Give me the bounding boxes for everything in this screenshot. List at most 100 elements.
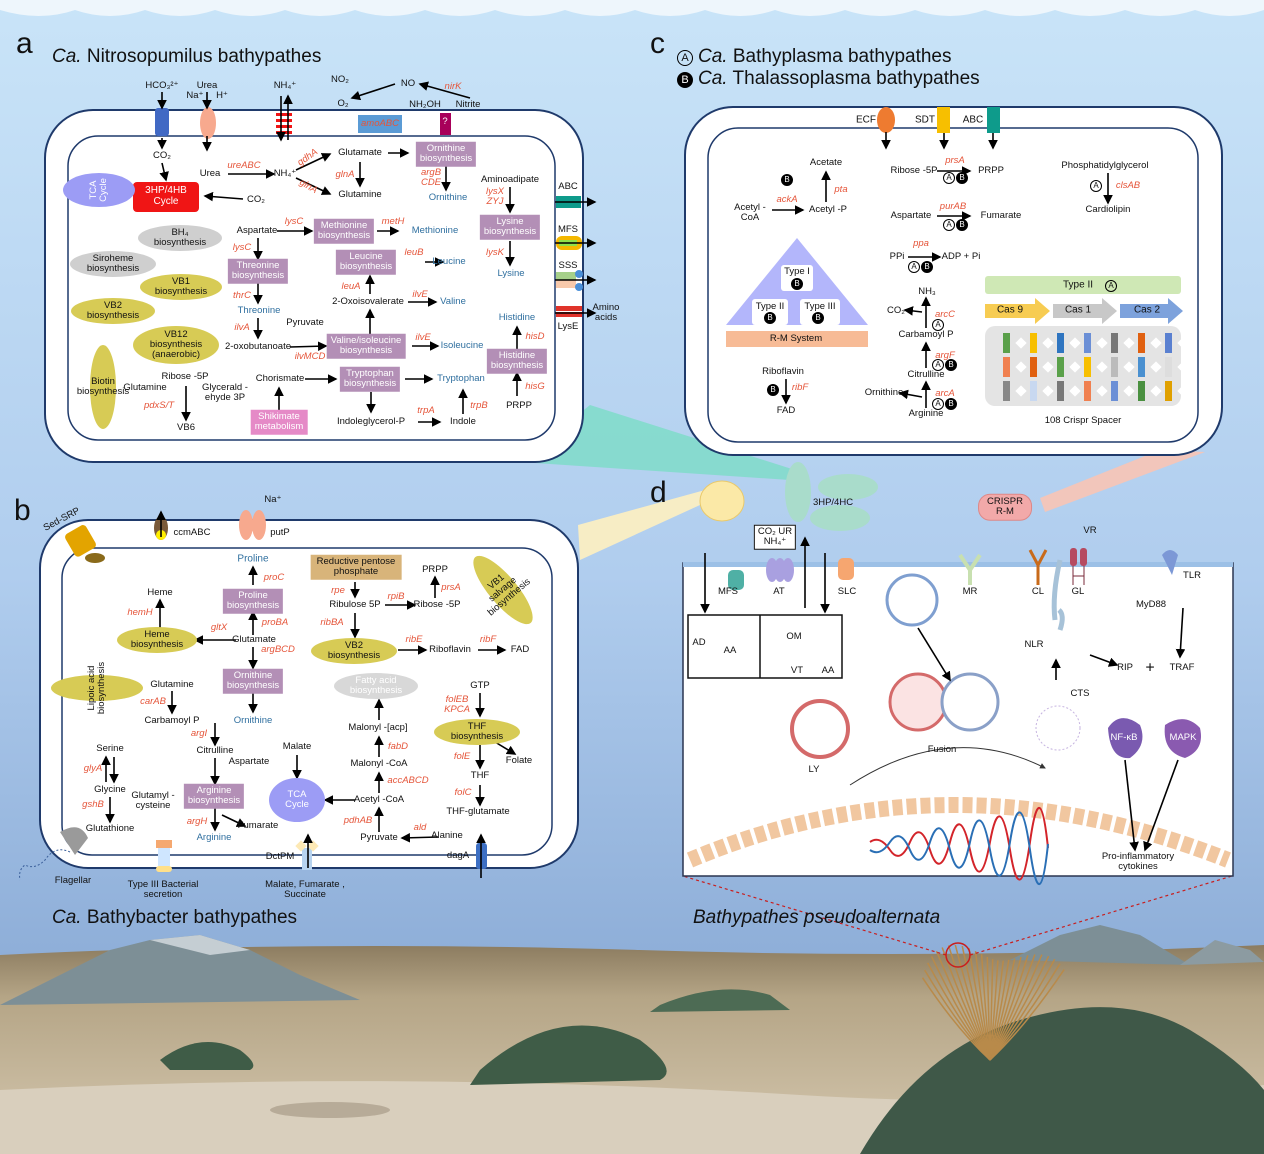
panel-c-a2: A	[943, 172, 955, 184]
spacer-bars	[1003, 333, 1189, 401]
arrow	[203, 191, 244, 202]
bicarbonate-transporter	[155, 108, 169, 136]
spacer	[1165, 357, 1172, 377]
panel-b-thf-glu: THF-glutamate	[446, 805, 510, 817]
spacer	[1138, 381, 1145, 401]
arrow	[295, 177, 332, 195]
panel-b-malonyl-acp: Malonyl -[acp]	[348, 721, 408, 733]
panel-a-tryptophan: Tryptophan	[437, 372, 485, 384]
repeat	[1177, 337, 1189, 349]
panel-b-carbamoyl: Carbamoyl P	[144, 714, 200, 726]
panel-a-glutamine: Glutamine	[338, 188, 382, 200]
dctpm-transporter	[295, 840, 319, 870]
panel-a-orn-bio: Ornithine biosynthesis	[415, 141, 477, 167]
repeat	[1015, 385, 1027, 397]
panel-c-b3: B	[956, 219, 968, 231]
mountain-right	[1010, 925, 1190, 965]
panel-d-nlr: NLR	[1024, 638, 1044, 650]
panel-a-methionine: Methionine	[411, 224, 459, 236]
panel-c-prpp: PRPP	[978, 164, 1004, 176]
repeat	[1069, 385, 1081, 397]
panel-b-fumarate: Fumarate	[237, 819, 279, 831]
panel-a-histidine: Histidine	[498, 311, 536, 323]
panel-a-pdxST: pdxS/T	[143, 399, 175, 411]
spacer	[1030, 357, 1037, 377]
panel-d-mr: MR	[962, 585, 978, 597]
panel-b-tca: TCA Cycle	[269, 778, 325, 822]
panel-b-thf-bio: THF biosynthesis	[434, 719, 520, 745]
panel-c-arcA: arcA	[935, 387, 955, 399]
bacterium-b	[699, 480, 745, 522]
panel-b-folC: folC	[454, 786, 472, 798]
phagolysosome	[940, 672, 1000, 732]
arrow	[1143, 759, 1179, 852]
panel-d-gl: GL	[1071, 585, 1085, 597]
panel-a-leucine: Leucine	[432, 255, 466, 267]
panel-b-glyA: glyA	[83, 762, 103, 774]
panel-c-a-badge: A	[677, 50, 693, 66]
panel-a-shikimate: Shikimate metabolism	[250, 409, 308, 435]
panel-d-hp: 3HP/4HC	[812, 496, 854, 508]
panel-c-type3: Type III	[804, 300, 836, 312]
panel-d-fusion: Fusion	[927, 743, 957, 755]
panel-a-ornithine: Ornithine	[428, 191, 468, 203]
panel-a-vb6: VB6	[177, 421, 195, 433]
lyse-transporter	[556, 306, 582, 317]
water-surface-waves	[0, 0, 1264, 16]
panel-c-citrulline: Citrulline	[907, 368, 945, 380]
panel-c-a3: A	[943, 219, 955, 231]
spacer	[1111, 357, 1118, 377]
panel-b-type3: Type III Bacterial secretion	[127, 878, 199, 900]
panel-b-rpp: Reductive pentose phosphate	[310, 554, 402, 580]
panel-a-met-bio: Methionine biosynthesis	[313, 218, 375, 244]
panel-b-rpiB: rpiB	[387, 590, 405, 602]
mountain-left	[0, 935, 360, 1005]
panel-c-rm: R-M System	[769, 332, 823, 344]
coral-branch	[989, 969, 1065, 1061]
cas1-arrow	[1053, 298, 1117, 324]
panel-b-riboflavin: Riboflavin	[429, 643, 471, 655]
panel-a-vb12: VB12 biosynthesis (anaerobic)	[133, 326, 219, 364]
panel-c-b-badge: B	[677, 72, 693, 88]
panel-b-glycine: Glycine	[94, 783, 126, 795]
panel-b-malate: Malate	[282, 740, 312, 752]
host-membrane	[683, 562, 1233, 567]
panel-c-pta: pta	[834, 183, 848, 195]
abc-transporter	[987, 107, 1000, 133]
panel-a-nirK: nirK	[444, 80, 462, 92]
panel-a-trpA: trpA	[417, 404, 435, 416]
arrow	[221, 814, 247, 827]
panel-b-ribE: ribE	[405, 633, 423, 645]
panel-a-hisG: hisG	[525, 380, 545, 392]
panel-a-lysine: Lysine	[497, 267, 525, 279]
panel-c-a4: A	[908, 261, 920, 273]
panel-a-lysXZYJ: lysX ZYJ	[486, 185, 504, 207]
repeat	[1069, 337, 1081, 349]
panel-a-lysC-1: lysC	[284, 215, 304, 227]
rm-system-bar	[726, 331, 868, 347]
panel-a-hisD: hisD	[525, 330, 545, 342]
panel-b-folate: Folate	[505, 754, 533, 766]
panel-a-trpB: trpB	[470, 399, 488, 411]
coral-branch	[989, 963, 1061, 1061]
panel-a-unknown: ?	[442, 115, 448, 127]
panel-a-isoleucine: Isoleucine	[440, 339, 484, 351]
panel-d-plus: +	[1145, 659, 1155, 677]
arrow	[159, 162, 169, 182]
panel-c-type2: Type II	[755, 300, 785, 312]
amo-complex	[358, 115, 402, 133]
panel-a-glutamine-b: Glutamine	[123, 381, 167, 393]
panel-d-slc: SLC	[837, 585, 857, 597]
spacer	[1003, 357, 1010, 377]
panel-a-h: H⁺	[216, 89, 228, 101]
mapk-icon	[1164, 719, 1201, 758]
repeat	[1150, 385, 1162, 397]
panel-b-argH: argH	[186, 815, 208, 827]
lysosome	[790, 699, 850, 759]
panel-a-metH: metH	[381, 215, 405, 227]
arrow	[903, 306, 923, 316]
panel-b-dagA: dagA	[446, 849, 470, 861]
flagellum	[19, 827, 88, 881]
fish	[270, 1102, 390, 1118]
repeat	[1042, 337, 1054, 349]
